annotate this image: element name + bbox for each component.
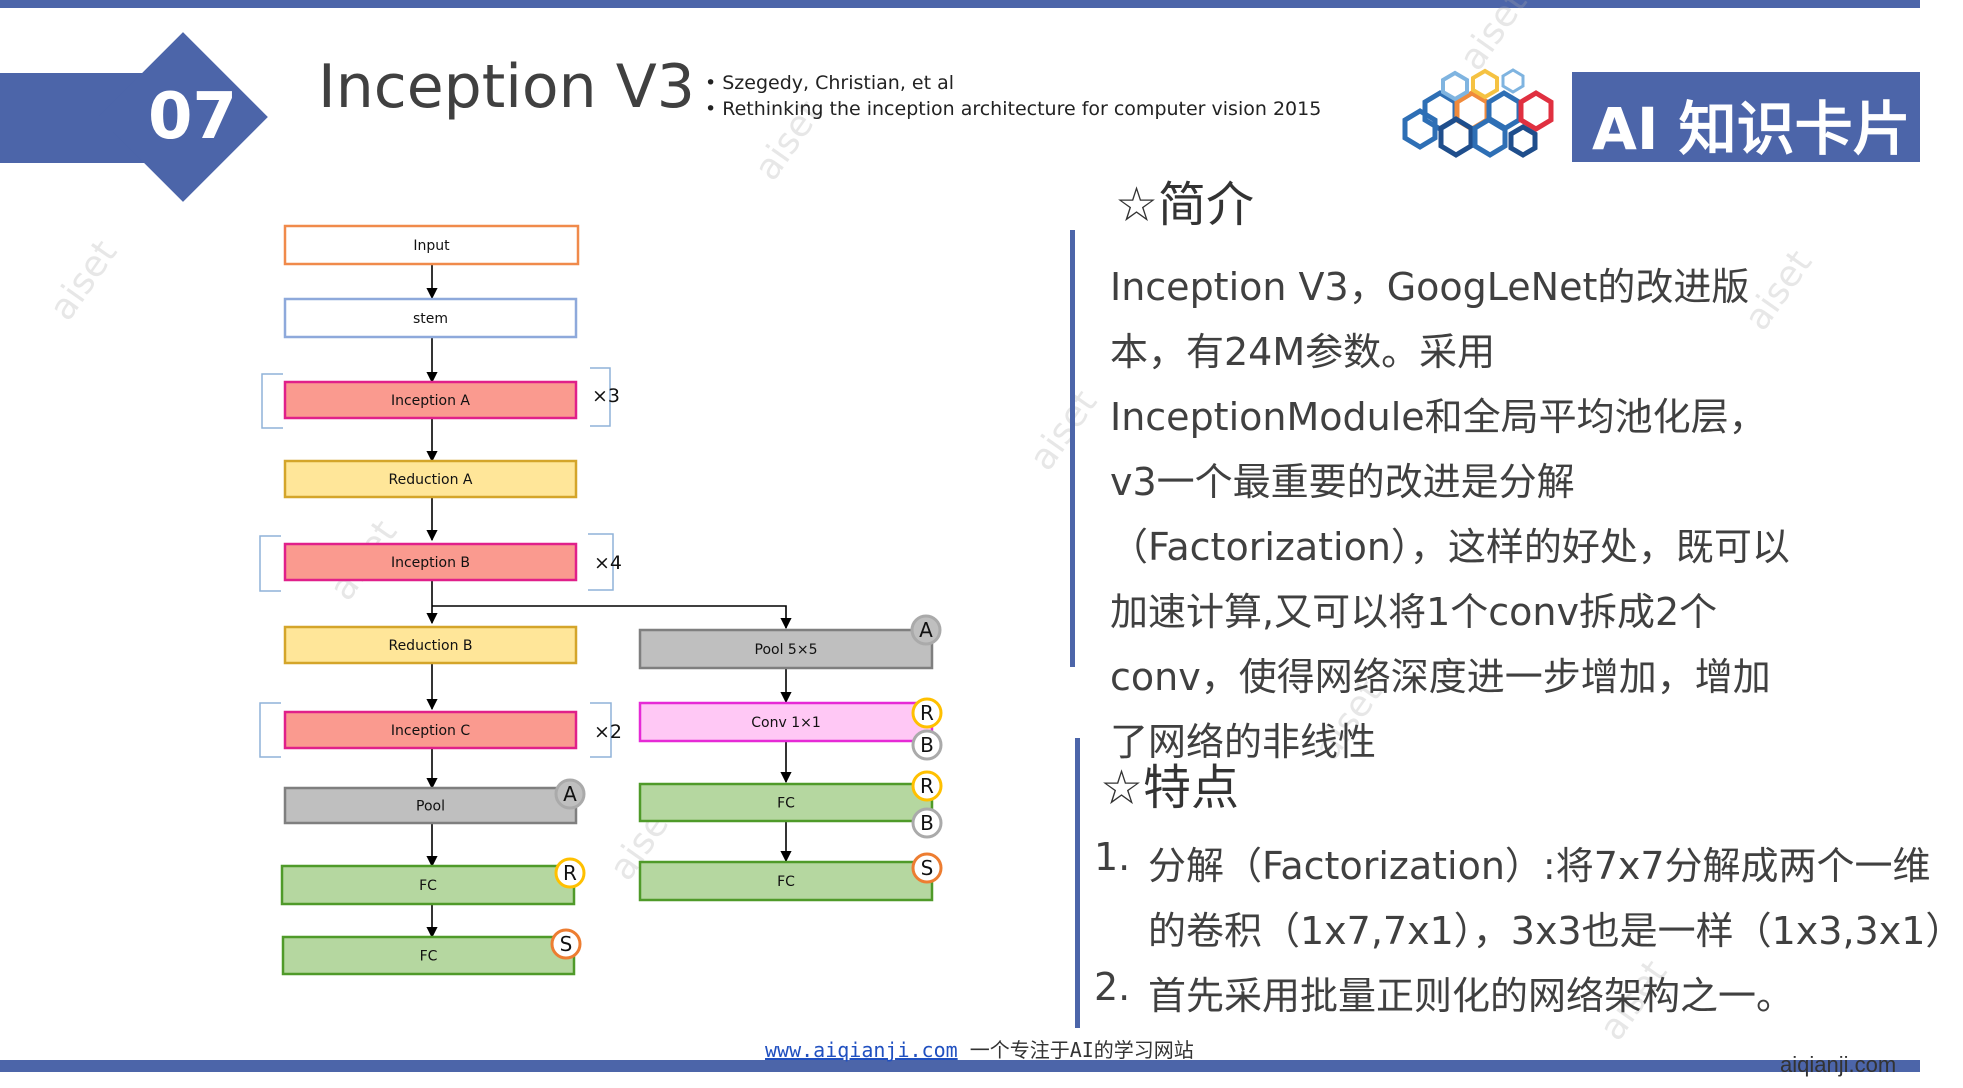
node-aux-fc1: FC	[638, 782, 934, 823]
svg-text:Pool 5×5: Pool 5×5	[755, 642, 818, 658]
svg-text:Reduction B: Reduction B	[388, 638, 472, 654]
svg-text:S: S	[560, 932, 573, 956]
node-inc-c: Inception C	[283, 710, 578, 750]
svg-text:FC: FC	[420, 949, 438, 965]
card-number: 07	[148, 80, 238, 154]
connector-arrows	[426, 264, 792, 939]
node-inc-a: Inception A	[283, 380, 578, 420]
features-divider	[1075, 738, 1080, 1028]
svg-text:Inception A: Inception A	[391, 393, 470, 409]
badge-aux-conv-r: R	[911, 697, 943, 729]
features-header: ☆特点	[1100, 760, 1240, 816]
node-red-a: Reduction A	[283, 459, 578, 499]
badge-fc2-s: S	[550, 928, 582, 960]
reference-author: • Szegedy, Christian, et al	[705, 72, 954, 94]
svg-text:R: R	[563, 861, 577, 885]
svg-text:Inception C: Inception C	[391, 723, 470, 739]
watermark: aiset	[1021, 383, 1106, 478]
svg-text:stem: stem	[413, 311, 448, 327]
repeat-count-c: ×2	[594, 721, 622, 743]
svg-text:FC: FC	[777, 796, 795, 812]
badge-aux-conv-b: B	[911, 729, 943, 761]
badge-aux-fc1-r: R	[911, 770, 943, 802]
svg-text:Pool: Pool	[416, 799, 445, 815]
brand-title: AI 知识卡片	[1592, 95, 1911, 163]
intro-header: ☆简介	[1115, 177, 1255, 233]
repeat-count-a: ×3	[592, 385, 620, 407]
badge-fc1-r: R	[554, 857, 586, 889]
svg-text:B: B	[920, 733, 934, 757]
svg-text:A: A	[563, 782, 577, 806]
node-red-b: Reduction B	[283, 625, 578, 665]
reference-paper: • Rethinking the inception architecture …	[705, 98, 1322, 120]
star-icon: ☆	[1115, 177, 1159, 233]
svg-text:FC: FC	[419, 878, 437, 894]
feature-2-line-1: 首先采用批量正则化的网络架构之一。	[1148, 974, 1795, 1018]
repeat-count-b: ×4	[594, 552, 622, 574]
feature-1-line-1: 分解（Factorization）:将7x7分解成两个一维	[1148, 844, 1931, 888]
footer: www.aiqianji.com 一个专注于AI的学习网站	[765, 1034, 1194, 1063]
svg-text:B: B	[920, 811, 934, 835]
page-title: Inception V3	[318, 52, 695, 122]
svg-text:S: S	[921, 856, 934, 880]
badge-pool-a: A	[554, 778, 586, 810]
node-input: Input	[283, 224, 580, 266]
footer-link[interactable]: www.aiqianji.com	[765, 1038, 958, 1062]
intro-divider	[1070, 230, 1075, 667]
svg-text:R: R	[920, 701, 934, 725]
node-aux-conv: Conv 1×1	[638, 701, 934, 743]
node-aux-pool: Pool 5×5	[638, 628, 934, 670]
badge-aux-fc2-s: S	[911, 852, 943, 884]
footer-tagline: 一个专注于AI的学习网站	[957, 1038, 1194, 1062]
top-bar	[0, 0, 1920, 8]
svg-text:Input: Input	[413, 238, 450, 254]
svg-text:Inception B: Inception B	[391, 555, 470, 571]
feature-1-line-2: 的卷积（1x7,7x1），3x3也是一样（1x3,3x1）	[1148, 909, 1963, 953]
svg-text:R: R	[920, 774, 934, 798]
badge-aux-fc1-b: B	[911, 807, 943, 839]
corner-watermark: aiqianji.com	[1780, 1052, 1897, 1077]
svg-text:Reduction A: Reduction A	[388, 472, 472, 488]
bottom-bar	[0, 1060, 1920, 1072]
star-icon: ☆	[1100, 760, 1144, 816]
node-inc-b: Inception B	[283, 542, 578, 582]
badge-aux-pool: A	[910, 614, 942, 646]
node-pool: Pool	[283, 786, 578, 825]
feature-1-number: 1.	[1094, 835, 1131, 879]
node-fc2: FC	[281, 935, 576, 976]
hexagon-logo-icon	[1402, 68, 1554, 158]
svg-text:A: A	[919, 618, 933, 642]
node-fc1: FC	[280, 864, 576, 906]
brand-box	[1572, 72, 1920, 162]
intro-text: Inception V3，GoogLeNet的改进版本，有24M参数。采用Inc…	[1110, 265, 1790, 764]
repeat-brackets	[259, 367, 614, 758]
svg-text:FC: FC	[777, 874, 795, 890]
node-stem: stem	[283, 297, 578, 339]
node-aux-fc2: FC	[638, 860, 934, 902]
svg-text:Conv 1×1: Conv 1×1	[751, 715, 821, 731]
feature-2-number: 2.	[1094, 965, 1131, 1009]
